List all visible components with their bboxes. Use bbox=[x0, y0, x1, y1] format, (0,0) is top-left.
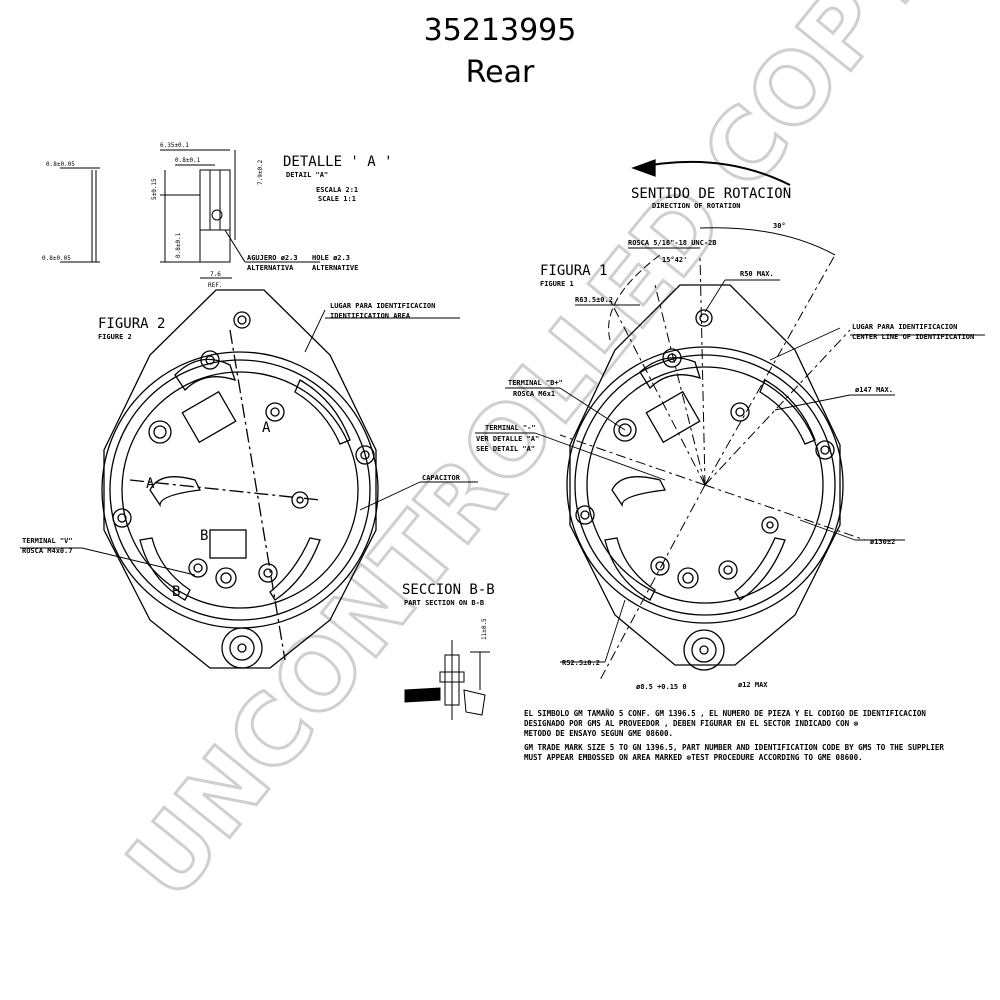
section-bb-subtitle: PART SECTION ON B-B bbox=[404, 599, 484, 607]
rotation-en: DIRECTION OF ROTATION bbox=[652, 202, 741, 210]
note-es-1: EL SIMBOLO GM TAMAÑO 5 CONF. GM 1396.5 ,… bbox=[524, 709, 926, 718]
d147-label: ø147 MAX. bbox=[855, 386, 893, 394]
dim-top: 6.35±0.1 bbox=[160, 142, 189, 149]
detail-a-scale-es: ESCALA 2:1 bbox=[316, 186, 358, 194]
section-bb-drawing bbox=[404, 640, 490, 720]
marker-a-left: A bbox=[146, 476, 155, 492]
detail-a-subtitle: DETAIL "A" bbox=[286, 171, 328, 179]
d130-label: ø130±2 bbox=[870, 538, 895, 546]
figura2-drawing bbox=[101, 289, 379, 669]
figura1-id-es: LUGAR PARA IDENTIFICACION bbox=[852, 323, 957, 331]
d85-label: ø8.5 +0.15 0 bbox=[636, 683, 687, 691]
rotation-es: SENTIDO DE ROTACION bbox=[631, 186, 791, 202]
figura2-id-en: IDENTIFICATION AREA bbox=[330, 312, 411, 320]
detail-a-title: DETALLE ' A ' bbox=[283, 154, 393, 170]
figura2-subtitle: FIGURE 2 bbox=[98, 333, 132, 341]
marker-b-top: B bbox=[200, 528, 208, 544]
detail-a-alt-en: ALTERNATIVE bbox=[312, 264, 358, 272]
note-en-1: GM TRADE MARK SIZE 5 TO GN 1396.5, PART … bbox=[524, 743, 944, 752]
note-en-2: MUST APPEAR EMBOSSED ON AREA MARKED ⊗TES… bbox=[524, 753, 863, 762]
r52-label: R52.5±0.2 bbox=[562, 659, 600, 667]
figura1-drawing bbox=[559, 159, 866, 681]
marker-b-bottom: B bbox=[172, 584, 180, 600]
figura2-id-es: LUGAR PARA IDENTIFICACION bbox=[330, 302, 435, 310]
dim-v1: 5±0.15 bbox=[151, 178, 158, 200]
terminal-minus-label: TERMINAL "-" bbox=[485, 424, 536, 432]
dim-v2: 0.8±0.1 bbox=[175, 232, 182, 258]
watermark: UNCONTROLLED COPY bbox=[106, 0, 952, 919]
r50-label: R50 MAX. bbox=[740, 270, 774, 278]
detail-a-hole-en: HOLE ø2.3 bbox=[312, 254, 350, 262]
terminal-b-label: TERMINAL "B+" bbox=[508, 379, 563, 387]
dim-ref: REF. bbox=[208, 282, 222, 289]
dim-bot: 7.6 bbox=[210, 271, 221, 278]
note-es-2: DESIGNADO POR GMS AL PROVEEDOR , DEBEN F… bbox=[524, 719, 859, 728]
d12-label: ø12 MAX bbox=[738, 681, 768, 689]
detail-a-scale-en: SCALE 1:1 bbox=[318, 195, 356, 203]
part-number: 35213995 bbox=[423, 13, 577, 48]
section-bb-dim: 11±0.5 bbox=[481, 618, 488, 640]
detail-a-hole-es: AGUJERO ø2.3 bbox=[247, 254, 298, 262]
ver-detalle-label: VER DETALLE "A" bbox=[476, 435, 539, 443]
detail-a-alt-es: ALTERNATIVA bbox=[247, 264, 294, 272]
figura1-subtitle: FIGURE 1 bbox=[540, 280, 574, 288]
detail-a-drawing bbox=[60, 149, 320, 279]
dim-mid: 0.8±0.1 bbox=[175, 157, 201, 164]
terminal-b-rosca: ROSCA M6x1 bbox=[513, 390, 555, 398]
section-bb-title: SECCION B-B bbox=[402, 582, 495, 598]
figura2-title: FIGURA 2 bbox=[98, 316, 165, 332]
rosca-top: ROSCA 5/16"-18 UNC-2B bbox=[628, 239, 717, 247]
view-title: Rear bbox=[465, 55, 535, 90]
terminal-v-label: TERMINAL "V" bbox=[22, 537, 73, 545]
note-es-3: METODO DE ENSAYO SEGUN GME 08600. bbox=[524, 729, 673, 738]
dim-left-bot: 0.8±0.05 bbox=[42, 255, 71, 262]
terminal-v-rosca: ROSCA M4x0.7 bbox=[22, 547, 73, 555]
dim-left-top: 0.8±0.05 bbox=[46, 161, 75, 168]
dim-side: 7.9±0.2 bbox=[257, 159, 264, 185]
capacitor-label: CAPACITOR bbox=[422, 474, 461, 482]
center-line-label: CENTER LINE OF IDENTIFICATION bbox=[852, 333, 974, 341]
figura1-title: FIGURA 1 bbox=[540, 263, 607, 279]
angle-30: 30° bbox=[773, 222, 786, 230]
marker-a-right: A bbox=[262, 420, 271, 436]
angle-15: 15°42' bbox=[662, 256, 687, 264]
r63-label: R63.5±0.2 bbox=[575, 296, 613, 304]
see-detail-label: SEE DETAIL "A" bbox=[476, 445, 535, 453]
